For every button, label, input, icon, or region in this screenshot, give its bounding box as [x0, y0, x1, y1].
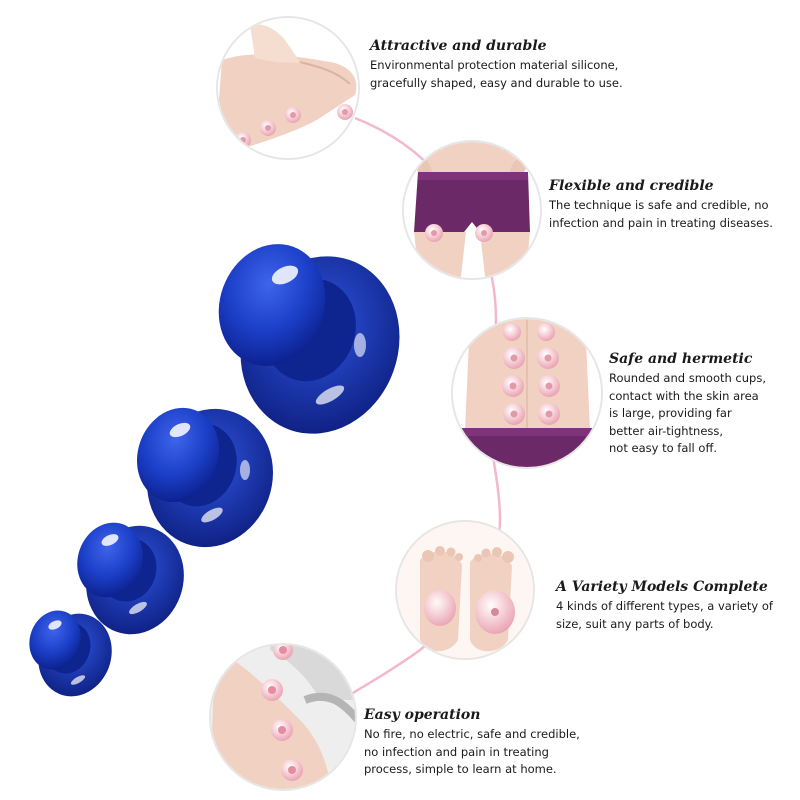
feature-flexible-credible: Flexible and credible The technique is s…	[549, 178, 773, 232]
feature-description-line: contact with the skin area	[609, 388, 759, 403]
feature-description-line: No fire, no electric, safe and credible,	[364, 727, 580, 741]
circle-feet-image	[395, 520, 535, 660]
circle-arm-image	[216, 16, 360, 160]
feature-description-line: better air-tightness,	[609, 423, 724, 438]
feature-description-line: no infection and pain in treating	[364, 744, 549, 759]
blue-cup-small	[77, 522, 184, 635]
circle-back-image	[451, 317, 603, 469]
feature-safe-hermetic: Safe and hermetic Rounded and smooth cup…	[609, 351, 766, 458]
feature-title: Attractive and durable	[370, 38, 547, 54]
feature-description-line: Rounded and smooth cups,	[609, 371, 766, 385]
feature-description-line: size, suit any parts of body.	[556, 616, 714, 631]
feature-description-line: The technique is safe and credible, no	[549, 198, 769, 212]
blue-cup-medium	[136, 407, 273, 548]
feature-description-line: infection and pain in treating diseases.	[549, 215, 773, 230]
feature-description-line: is large, providing far	[609, 406, 732, 420]
feature-description-line: not easy to fall off.	[609, 441, 718, 455]
feature-title: Safe and hermetic	[609, 351, 753, 367]
feature-description-line: process, simple to learn at home.	[364, 762, 557, 776]
feature-easy-operation: Easy operation No fire, no electric, saf…	[364, 707, 580, 779]
feature-title: Easy operation	[364, 707, 481, 723]
feature-title: Flexible and credible	[549, 178, 714, 194]
circle-thigh-image	[402, 140, 542, 280]
circle-leg-image	[209, 643, 357, 791]
feature-attractive-durable: Attractive and durable Environmental pro…	[370, 38, 623, 92]
feature-variety-models: A Variety Models Complete 4 kinds of dif…	[556, 579, 773, 633]
blue-cup-tiny	[29, 610, 112, 697]
feature-title: A Variety Models Complete	[556, 579, 768, 595]
feature-description-line: gracefully shaped, easy and durable to u…	[370, 75, 623, 90]
blue-cup-large	[218, 244, 400, 434]
feature-description-line: Environmental protection material silico…	[370, 58, 619, 72]
feature-description-line: 4 kinds of different types, a variety of	[556, 599, 773, 613]
